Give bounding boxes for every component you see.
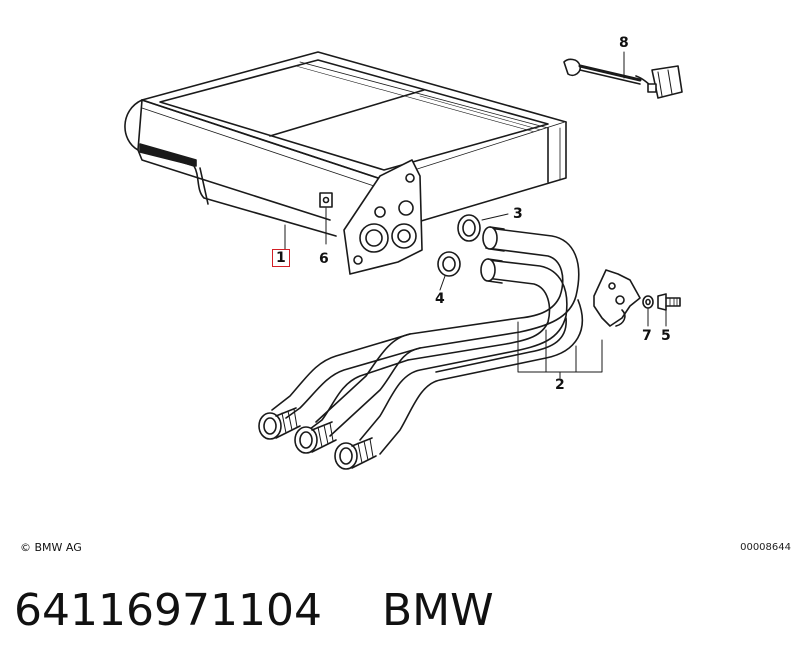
- hose-end-left: [258, 407, 301, 440]
- leader-line-3: [481, 213, 509, 221]
- callout-6: 6: [319, 251, 329, 267]
- pipe-bracket: [593, 269, 641, 327]
- callout-4: 4: [435, 291, 445, 307]
- callout-2: 2: [555, 377, 565, 393]
- callout-5: 5: [661, 328, 671, 344]
- hose-end-middle: [294, 421, 337, 454]
- part-number: 64116971104: [14, 585, 322, 636]
- pipe-stub-upper: [482, 226, 505, 252]
- temperature-sensor-cable: [563, 58, 683, 99]
- o-ring-3: [457, 214, 481, 242]
- copyright-notice: © BMW AG: [20, 541, 82, 554]
- clip-part-6: [319, 192, 333, 208]
- callout-3: 3: [513, 206, 523, 222]
- leader-line-4: [439, 275, 446, 291]
- callout-7: 7: [642, 328, 652, 344]
- leader-bracket-2: [517, 321, 603, 379]
- footer-title: 64116971104 BMW: [14, 585, 494, 636]
- diagram-image-id: 00008644: [740, 542, 791, 553]
- parts-diagram: [124, 51, 683, 470]
- washer-part-7: [642, 295, 654, 309]
- o-ring-4: [437, 251, 461, 277]
- brand-name: BMW: [381, 585, 494, 636]
- heater-core: [124, 51, 567, 237]
- bolt-part-5: [657, 293, 681, 311]
- hose-end-right: [334, 437, 377, 470]
- callout-8: 8: [619, 35, 629, 51]
- callout-1: 1: [272, 249, 290, 267]
- pipe-flange-plate: [343, 159, 423, 275]
- pipe-stub-lower: [480, 258, 503, 284]
- heater-pipes: [271, 227, 583, 455]
